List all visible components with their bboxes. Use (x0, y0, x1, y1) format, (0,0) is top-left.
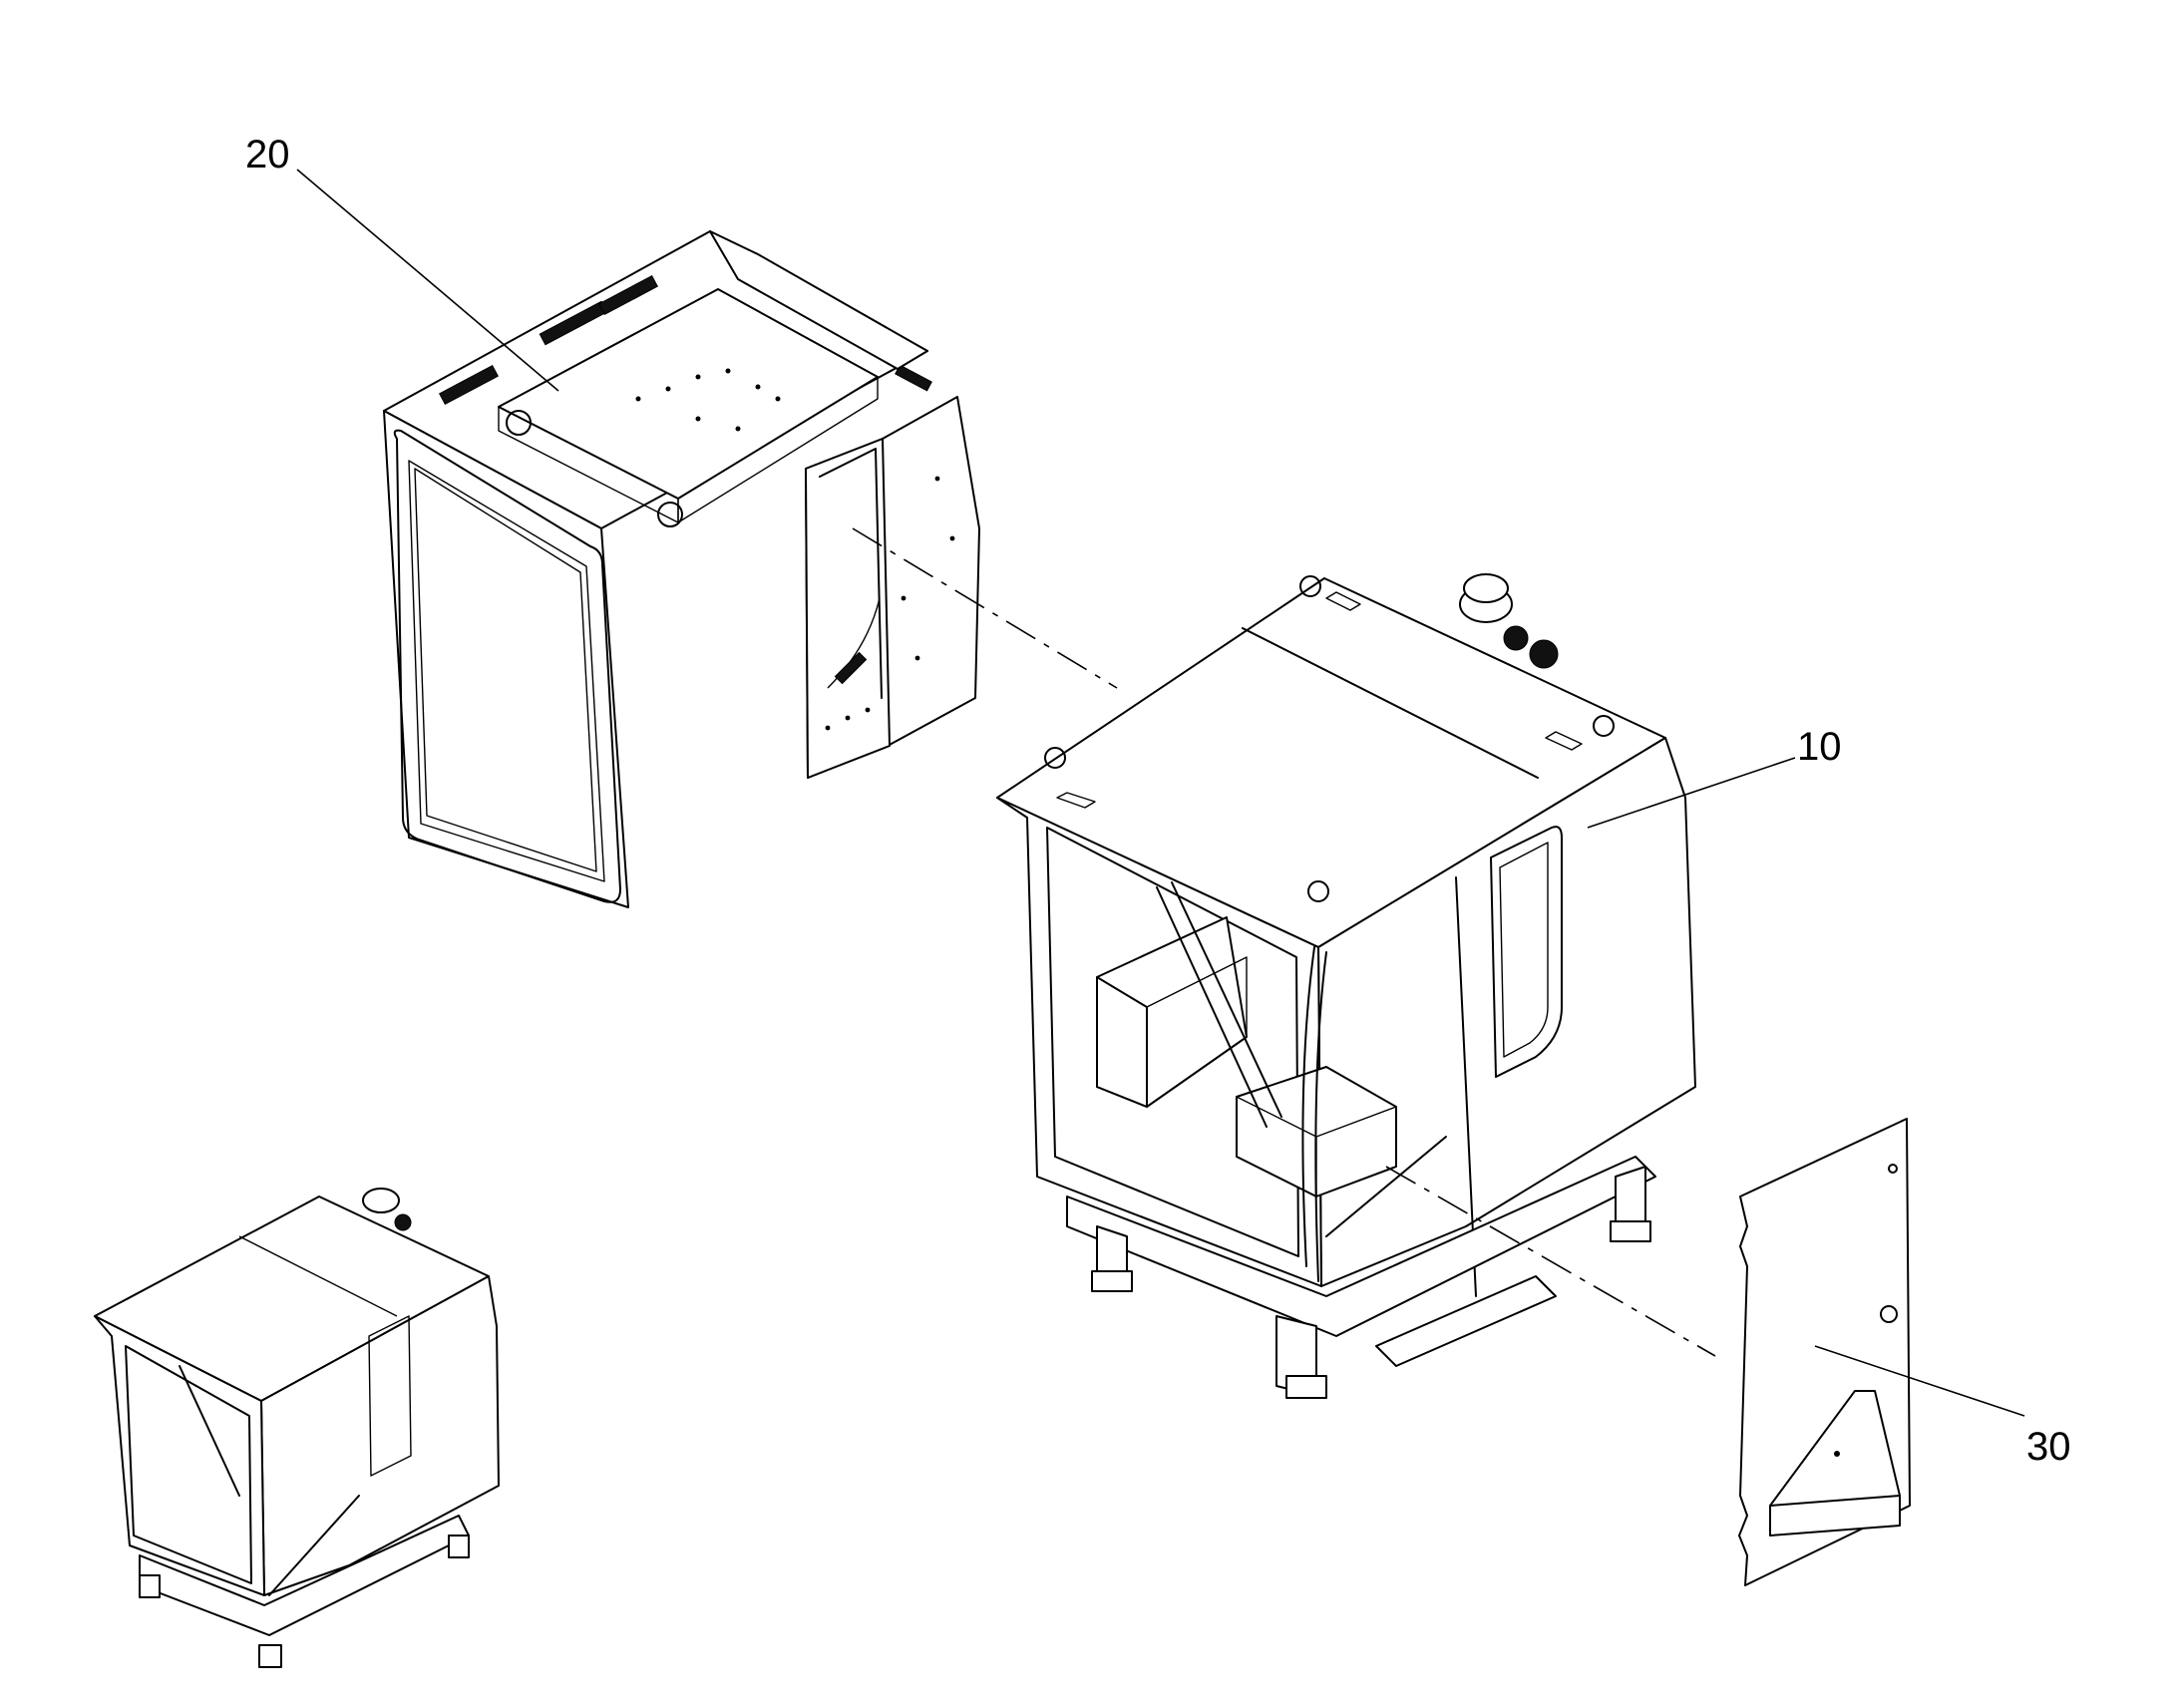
leader-10 (1587, 757, 1796, 829)
callout-10: 10 (1797, 725, 1842, 769)
roof-panel-assembly (383, 230, 980, 908)
callout-20: 20 (245, 133, 290, 176)
leader-20 (296, 169, 559, 392)
overview-assembled-cab (94, 1188, 500, 1668)
callout-30: 30 (2026, 1425, 2071, 1469)
explode-line-20-to-10 (852, 527, 1118, 689)
explode-line-10-to-30 (1385, 1166, 1716, 1357)
side-panel (1738, 1118, 1911, 1586)
cab-assembly (996, 573, 1696, 1399)
leader-30 (1814, 1345, 2025, 1417)
